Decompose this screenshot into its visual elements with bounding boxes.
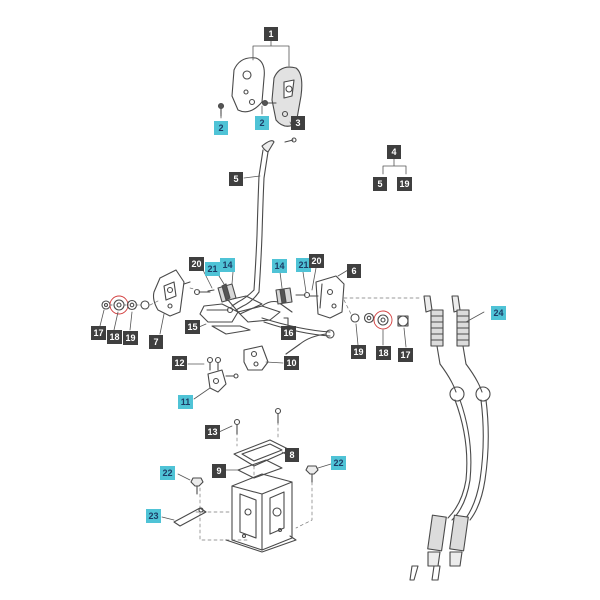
upper-bracket-right — [271, 66, 303, 127]
callout-8[interactable]: 8 — [285, 448, 299, 462]
gear-lever — [231, 140, 275, 311]
callout-20[interactable]: 20 — [189, 257, 204, 271]
washer-stack-left — [101, 295, 150, 315]
linkage-rod — [261, 317, 335, 355]
pivot-cup-right — [275, 287, 293, 305]
upper-bracket-left — [231, 57, 265, 113]
shift-cable-left — [409, 295, 472, 581]
gasket-8 — [233, 439, 291, 467]
callout-14[interactable]: 14 — [220, 258, 235, 272]
callout-3[interactable]: 3 — [291, 116, 305, 130]
callout-22[interactable]: 22 — [331, 456, 346, 470]
selector-base-plate — [199, 295, 293, 335]
callout-5[interactable]: 5 — [229, 172, 243, 186]
leader-lines — [99, 37, 485, 521]
callout-18[interactable]: 18 — [107, 330, 122, 344]
callout-1[interactable]: 1 — [264, 27, 278, 41]
shifter-housing — [225, 473, 297, 553]
callout-18[interactable]: 18 — [376, 346, 391, 360]
callout-22[interactable]: 22 — [160, 466, 175, 480]
callout-19[interactable]: 19 — [123, 331, 138, 345]
callout-17[interactable]: 17 — [91, 326, 106, 340]
gasket-plate-9 — [237, 459, 283, 479]
callout-21[interactable]: 21 — [205, 262, 220, 276]
bracket-screws — [217, 99, 297, 143]
callout-21[interactable]: 21 — [296, 258, 311, 272]
callout-14[interactable]: 14 — [272, 259, 287, 273]
callout-20[interactable]: 20 — [309, 254, 324, 268]
strap-23 — [173, 507, 207, 527]
side-bracket-left — [152, 269, 191, 317]
callout-4[interactable]: 4 — [387, 145, 401, 159]
callout-2[interactable]: 2 — [214, 121, 228, 135]
mount-bracket-11 — [207, 369, 239, 393]
callout-2[interactable]: 2 — [255, 116, 269, 130]
shift-cable-right — [431, 295, 491, 581]
bolt-22-right — [305, 465, 319, 483]
callout-15[interactable]: 15 — [185, 320, 200, 334]
callout-6[interactable]: 6 — [347, 264, 361, 278]
screws-13 — [233, 407, 282, 435]
callout-13[interactable]: 13 — [205, 425, 220, 439]
callout-11[interactable]: 11 — [178, 395, 193, 409]
callout-19[interactable]: 19 — [351, 345, 366, 359]
callout-19[interactable]: 19 — [397, 177, 412, 191]
callout-7[interactable]: 7 — [149, 335, 163, 349]
screws-12 — [206, 356, 222, 371]
callout-24[interactable]: 24 — [491, 306, 506, 320]
callout-17[interactable]: 17 — [398, 348, 413, 362]
callout-10[interactable]: 10 — [284, 356, 299, 370]
washer-stack-right — [350, 310, 409, 330]
side-bracket-right — [315, 275, 345, 319]
callout-12[interactable]: 12 — [172, 356, 187, 370]
callout-16[interactable]: 16 — [281, 326, 296, 340]
bolt-22-left — [190, 477, 204, 495]
pivot-cup-left — [217, 283, 237, 303]
support-bracket-10 — [243, 345, 269, 371]
callout-9[interactable]: 9 — [212, 464, 226, 478]
callout-23[interactable]: 23 — [146, 509, 161, 523]
callout-5[interactable]: 5 — [373, 177, 387, 191]
small-pins — [193, 288, 319, 327]
